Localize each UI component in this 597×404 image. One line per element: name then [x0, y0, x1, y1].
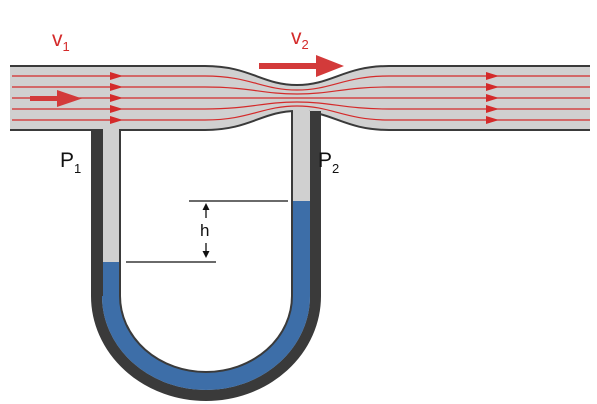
streamline-arrowhead: [486, 94, 499, 102]
streamline-arrowhead: [486, 105, 499, 113]
streamline-arrowheads: [110, 72, 499, 124]
tap-right-gap: [293, 108, 309, 113]
velocity-1-label: v1: [52, 28, 70, 54]
tap-left-gap: [103, 129, 119, 133]
u-tube-inner-wall: [119, 111, 293, 373]
velocity-arrow-1: [30, 90, 82, 107]
streamline-arrowhead: [110, 72, 123, 80]
velocity-2-label: v2: [291, 26, 309, 52]
streamline-arrowhead: [486, 72, 499, 80]
streamline: [12, 105, 590, 121]
streamline: [12, 101, 590, 110]
streamline: [12, 86, 590, 95]
u-tube-manometer: [91, 108, 321, 401]
pressure-2-label: P2: [318, 149, 339, 176]
streamline-arrowhead: [110, 94, 123, 102]
streamlines: [12, 75, 590, 121]
height-marker: [126, 200, 288, 263]
streamline-arrowhead: [110, 105, 123, 113]
height-arrowhead-down: [202, 251, 210, 258]
streamline-arrowhead: [486, 116, 499, 124]
pipe-top-wall: [10, 65, 590, 87]
streamline-arrowhead: [486, 83, 499, 91]
height-arrowhead-up: [202, 203, 210, 210]
streamline-arrowhead: [110, 116, 123, 124]
manometer-fluid: [102, 201, 310, 390]
pressure-1-label: P1: [60, 149, 81, 176]
height-label: h: [200, 221, 209, 240]
velocity-arrow-2: [259, 55, 344, 77]
streamline: [12, 75, 590, 91]
streamline-arrowhead: [110, 83, 123, 91]
